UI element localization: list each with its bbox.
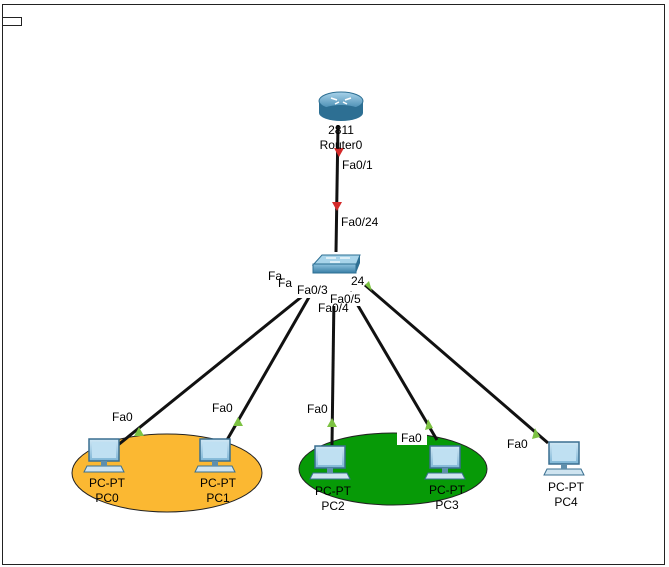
pc1-port-label: Fa0 [212, 401, 233, 415]
pc2[interactable]: PC-PT PC2 [309, 445, 352, 513]
switch-port-pc1: Fa [278, 276, 292, 290]
switch-port-router: 24 [351, 274, 365, 288]
pc3[interactable]: PC-PT PC3 [424, 445, 466, 512]
switch-icon[interactable] [311, 254, 361, 274]
pc3-port-label: Fa0 [401, 431, 422, 445]
workspace-corner-tab[interactable] [2, 17, 22, 26]
pc4[interactable]: PC-PT PC4 [543, 441, 585, 509]
link-up-icon [327, 418, 337, 427]
pc-icon [83, 438, 125, 473]
pc1[interactable]: PC-PT PC1 [194, 438, 237, 505]
pc2-name: PC2 [321, 499, 345, 513]
pc2-type: PC-PT [315, 484, 352, 498]
port-label-bg [397, 430, 427, 445]
pc2-port-label: Fa0 [307, 402, 328, 416]
pc0[interactable]: PC-PT PC0 [83, 438, 126, 505]
pc-icon [194, 438, 236, 473]
switch-port-pc0: Fa [268, 269, 282, 283]
pc1-type: PC-PT [200, 476, 237, 490]
link-up-icon [365, 281, 372, 291]
workspace-frame [2, 4, 665, 565]
pc-icon [543, 441, 585, 476]
pc-icon [424, 445, 466, 480]
cable-switch-pc1[interactable] [225, 291, 314, 441]
port-label-bg [328, 292, 366, 306]
pc1-name: PC1 [206, 491, 230, 505]
pc0-port-label: Fa0 [112, 410, 133, 424]
switch-port-pc2b: Fa0/4 [318, 301, 349, 315]
link-up-icon [134, 427, 144, 436]
pc-icon [309, 445, 351, 480]
router-name-label: Router0 [320, 138, 363, 152]
pc4-name: PC4 [554, 495, 578, 509]
pc4-port-label: Fa0 [507, 437, 528, 451]
pc0-name: PC0 [95, 491, 119, 505]
router-icon[interactable] [318, 91, 364, 121]
cable-router-switch[interactable] [334, 124, 340, 253]
link-up-icon [233, 417, 243, 426]
router-model-label: 2811 [328, 123, 354, 137]
cable-switch-pc3[interactable] [348, 291, 439, 441]
port-label-bg [293, 284, 336, 298]
pc3-name: PC3 [435, 498, 459, 512]
pc4-type: PC-PT [548, 480, 585, 494]
link-indicators [134, 148, 540, 439]
switch-port-pc2: Fa0/3 [297, 283, 328, 297]
switch-port-pc3: Fa0/5 [330, 292, 361, 306]
cable-switch-pc4[interactable] [364, 283, 549, 445]
link-up-icon [532, 428, 540, 439]
link-down-icon [334, 148, 344, 157]
link-up-icon [425, 419, 433, 430]
switch-port-to-router: Fa0/24 [341, 215, 379, 229]
router-port-label: Fa0/1 [342, 158, 373, 172]
cable-switch-pc0[interactable] [117, 288, 311, 447]
link-down-icon [332, 202, 342, 211]
pc3-type: PC-PT [429, 483, 466, 497]
pc0-type: PC-PT [89, 476, 126, 490]
